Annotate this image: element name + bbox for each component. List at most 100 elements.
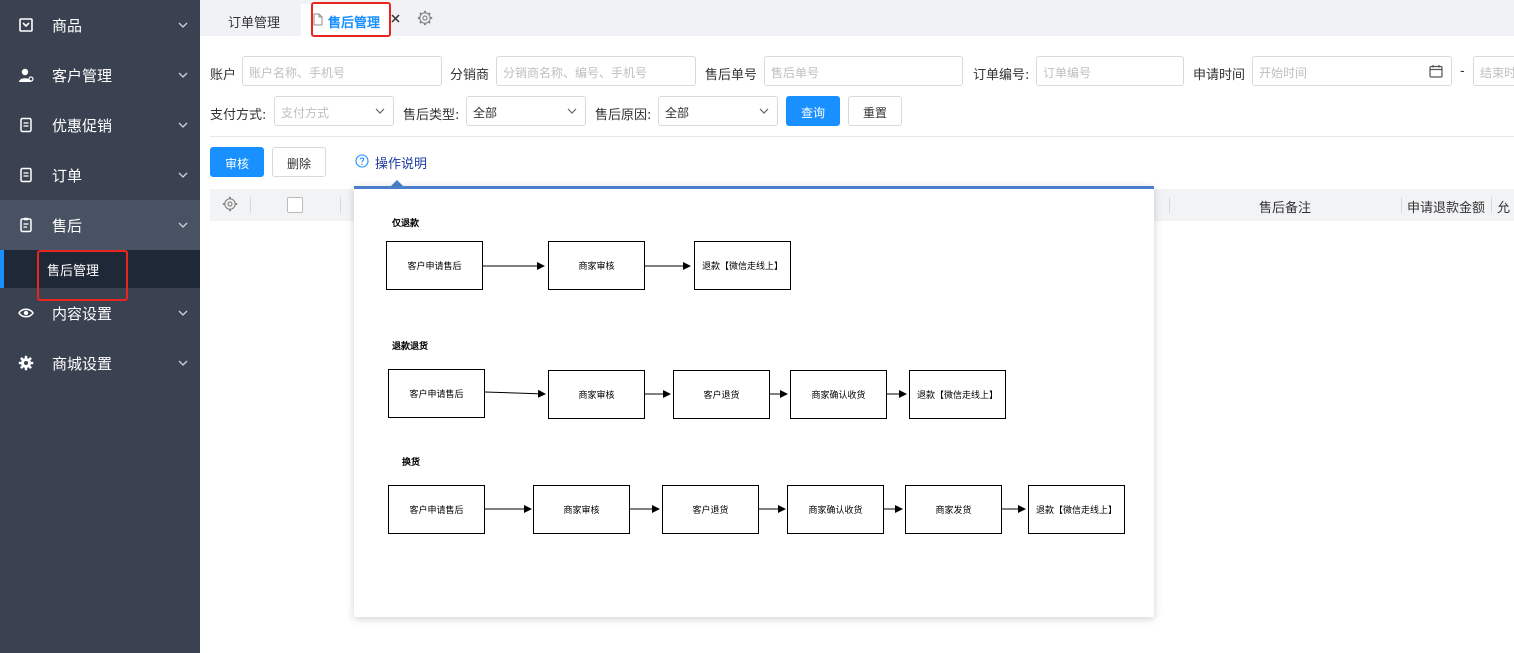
- order-no-input[interactable]: 订单编号: [1036, 56, 1184, 86]
- column-settings-icon[interactable]: [222, 196, 238, 212]
- active-indicator: [0, 250, 4, 288]
- aftersale-reason-value: 全部: [665, 106, 690, 120]
- chevron-down-icon: [178, 122, 188, 128]
- sidebar-item-promotion[interactable]: 优惠促销: [0, 100, 200, 150]
- end-time-input[interactable]: 结束时: [1473, 56, 1514, 86]
- chevron-down-icon: [178, 22, 188, 28]
- aftersale-type-value: 全部: [473, 106, 498, 120]
- sidebar-item-label: 客户管理: [52, 67, 113, 85]
- flow-step: 商家审核: [548, 241, 645, 290]
- sidebar-item-mall-settings[interactable]: 商城设置: [0, 338, 200, 388]
- sidebar-item-order[interactable]: 订单: [0, 150, 200, 200]
- reset-button[interactable]: 重置: [848, 96, 902, 126]
- sidebar-item-label: 优惠促销: [52, 117, 113, 135]
- aftersale-no-input[interactable]: 售后单号: [764, 56, 963, 86]
- aftersale-icon: [20, 217, 32, 233]
- aftersale-type-label: 售后类型:: [403, 108, 460, 123]
- popover-arrow: [391, 180, 403, 186]
- column-separator: [250, 197, 251, 213]
- flow-step: 商家发货: [905, 485, 1002, 534]
- sidebar: 商品 客户管理 优惠促销 订单 售后 售后管理 内容设置 商城设置: [0, 0, 200, 653]
- account-label: 账户: [210, 68, 237, 83]
- tab-order-management[interactable]: 订单管理: [228, 4, 280, 36]
- filter-panel: 账户 账户名称、手机号 分销商 分销商名称、编号、手机号 售后单号 售后单号 订…: [200, 36, 1514, 136]
- chevron-down-icon: [567, 108, 577, 114]
- flow-step: 客户退货: [662, 485, 759, 534]
- flow-step: 退款【微信走线上】: [1028, 485, 1125, 534]
- flow-title-exchange: 换货: [402, 458, 421, 468]
- gear-icon: [18, 355, 34, 371]
- distributor-label: 分销商: [450, 68, 490, 83]
- chevron-down-icon: [178, 72, 188, 78]
- question-circle-icon: [355, 154, 369, 168]
- sidebar-item-label: 商品: [52, 17, 83, 35]
- sidebar-item-customer[interactable]: 客户管理: [0, 50, 200, 100]
- calendar-icon: [1429, 65, 1443, 78]
- flow-step: 商家审核: [533, 485, 630, 534]
- product-icon: [19, 18, 33, 32]
- flow-step: 客户申请售后: [386, 241, 483, 290]
- distributor-input[interactable]: 分销商名称、编号、手机号: [496, 56, 696, 86]
- flow-step: 客户申请售后: [388, 485, 485, 534]
- eye-icon: [18, 308, 34, 318]
- range-separator: -: [1460, 64, 1465, 79]
- select-all-checkbox[interactable]: [287, 197, 303, 213]
- tab-aftersale-management[interactable]: 售后管理: [301, 4, 389, 36]
- settings-icon[interactable]: [417, 10, 433, 26]
- account-input[interactable]: 账户名称、手机号: [242, 56, 442, 86]
- flow-arrows: [483, 262, 1026, 513]
- flow-title-refund-only: 仅退款: [392, 219, 420, 229]
- sidebar-item-product[interactable]: 商品: [0, 0, 200, 50]
- flow-step: 退款【微信走线上】: [909, 370, 1006, 419]
- tab-label: 订单管理: [228, 16, 281, 31]
- sidebar-item-label: 内容设置: [52, 305, 113, 323]
- close-icon[interactable]: [391, 14, 400, 23]
- column-separator: [1169, 197, 1170, 213]
- order-icon: [20, 167, 32, 183]
- apply-time-label: 申请时间: [1193, 68, 1246, 83]
- pay-method-label: 支付方式:: [210, 108, 267, 123]
- review-button[interactable]: 审核: [210, 147, 264, 177]
- chevron-down-icon: [178, 310, 188, 316]
- document-icon: [313, 13, 323, 26]
- aftersale-reason-select[interactable]: 全部: [658, 96, 778, 126]
- sidebar-item-aftersale[interactable]: 售后: [0, 200, 200, 250]
- sidebar-subitem-aftersale-management[interactable]: 售后管理: [0, 250, 200, 288]
- pay-method-placeholder: 支付方式: [281, 106, 330, 120]
- aftersale-no-label: 售后单号: [705, 68, 758, 83]
- start-time-input[interactable]: 开始时间: [1252, 56, 1452, 86]
- sidebar-item-content-settings[interactable]: 内容设置: [0, 288, 200, 338]
- column-header-partial: 允: [1497, 201, 1511, 216]
- tab-label: 售后管理: [328, 16, 381, 31]
- flow-step: 客户退货: [673, 370, 770, 419]
- flow-step: 商家确认收货: [787, 485, 884, 534]
- customer-icon: [19, 68, 34, 82]
- help-link-label: 操作说明: [375, 157, 428, 172]
- column-separator: [340, 197, 341, 213]
- sidebar-item-label: 售后: [52, 217, 83, 235]
- pay-method-select[interactable]: 支付方式: [274, 96, 394, 126]
- sidebar-item-label: 商城设置: [52, 355, 113, 373]
- column-separator: [1401, 197, 1402, 213]
- aftersale-type-select[interactable]: 全部: [466, 96, 586, 126]
- order-no-label: 订单编号:: [973, 68, 1030, 83]
- chevron-up-icon: [178, 222, 188, 228]
- aftersale-reason-label: 售后原因:: [595, 108, 652, 123]
- column-separator: [1491, 197, 1492, 213]
- start-time-placeholder: 开始时间: [1259, 66, 1308, 80]
- sidebar-item-label: 订单: [52, 167, 83, 185]
- tab-bar: 订单管理 售后管理: [200, 0, 1514, 36]
- flow-step: 商家审核: [548, 370, 645, 419]
- delete-button[interactable]: 删除: [272, 147, 326, 177]
- flow-step: 退款【微信走线上】: [694, 241, 791, 290]
- help-popover: 仅退款 客户申请售后 商家审核 退款【微信走线上】 退款退货 客户申请售后 商家…: [354, 186, 1154, 617]
- divider: [210, 136, 1514, 137]
- column-header-refund-amount: 申请退款金额: [1407, 201, 1486, 216]
- flow-title-refund-return: 退款退货: [392, 342, 429, 352]
- query-button[interactable]: 查询: [786, 96, 840, 126]
- chevron-down-icon: [178, 172, 188, 178]
- promotion-icon: [20, 117, 32, 133]
- flow-step: 商家确认收货: [790, 370, 887, 419]
- chevron-down-icon: [375, 108, 385, 114]
- flow-step: 客户申请售后: [388, 369, 485, 418]
